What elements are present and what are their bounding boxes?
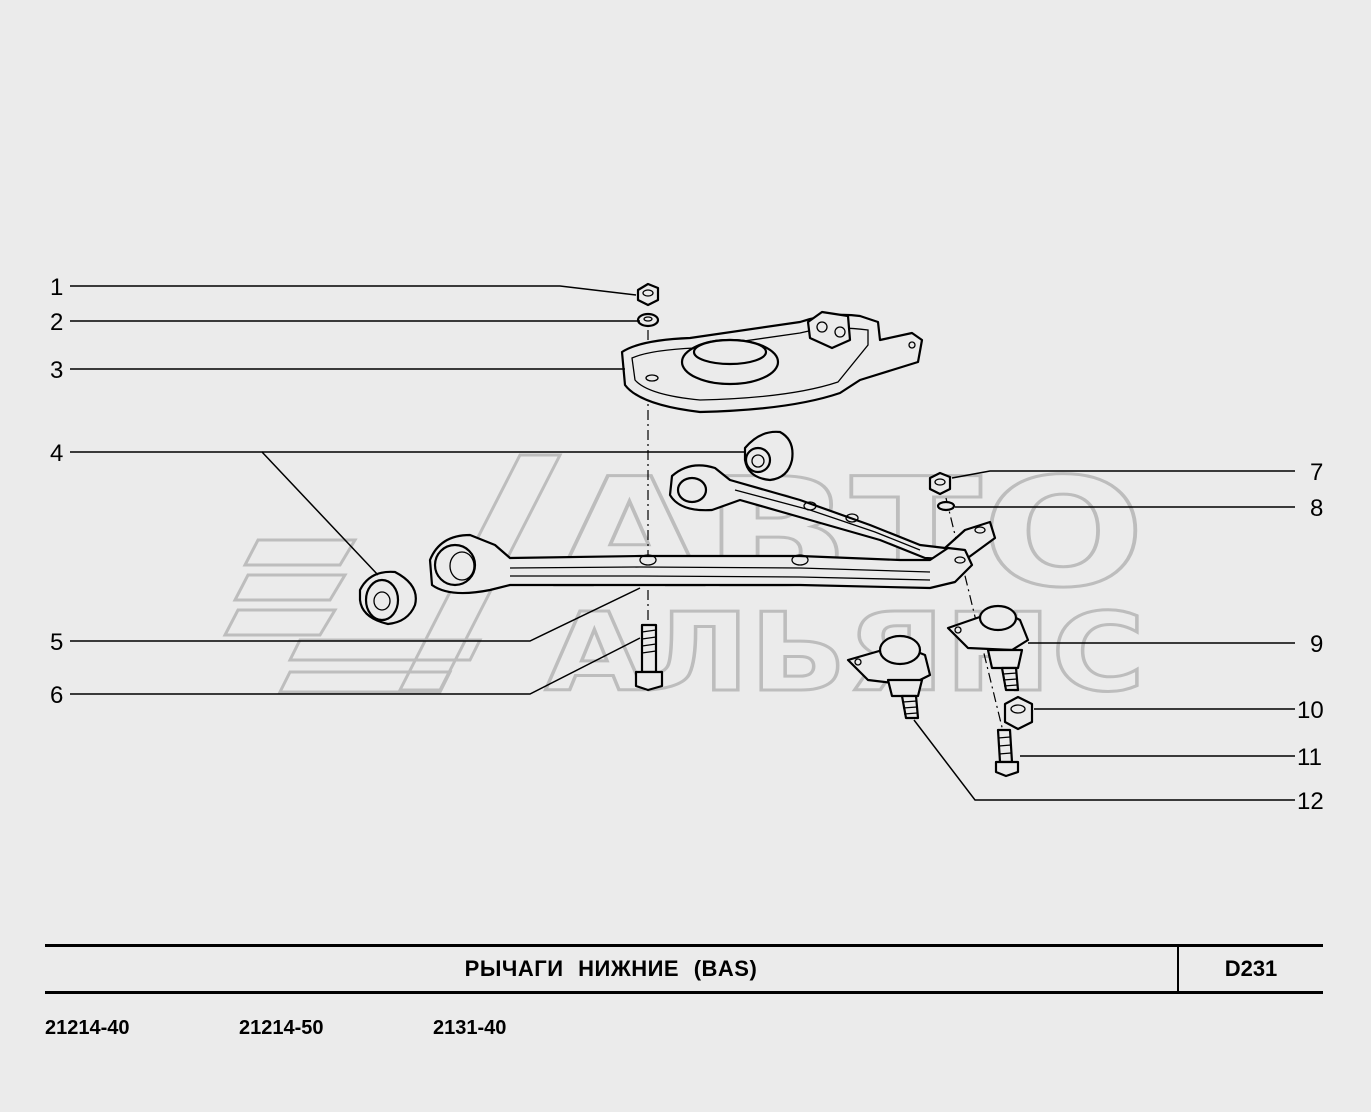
- watermark-line-2: АЛЬЯНС: [545, 591, 1145, 716]
- diagram-title: РЫЧАГИ НИЖНИЕ (BAS): [45, 947, 1179, 991]
- callout-10: 10: [1297, 697, 1324, 724]
- callout-4: 4: [50, 440, 63, 467]
- callout-2: 2: [50, 309, 63, 336]
- part-6-bolt: [634, 623, 664, 692]
- callout-8: 8: [1310, 495, 1323, 522]
- part-9-ball-joint: [946, 604, 1030, 692]
- part-3-bracket: [620, 310, 924, 414]
- leader-lines: [70, 285, 1295, 801]
- model-code: 2131-40: [433, 1017, 507, 1039]
- model-code: 21214-40: [45, 1017, 130, 1039]
- part-11-bolt: [994, 728, 1020, 778]
- callout-9: 9: [1310, 631, 1323, 658]
- callout-11: 11: [1297, 744, 1322, 771]
- part-1-nut: [636, 282, 660, 307]
- model-code: 21214-50: [239, 1017, 324, 1039]
- watermark-logo: [222, 453, 563, 694]
- part-4-bushing-lower: [358, 570, 417, 626]
- part-5-lower-arm: [428, 533, 974, 595]
- callout-7: 7: [1310, 459, 1323, 486]
- watermark-line-1: АВТО: [555, 447, 1145, 621]
- part-2-washer: [636, 312, 660, 328]
- lower-arm-rear: [668, 464, 997, 562]
- callout-1: 1: [50, 274, 63, 301]
- watermark: АВТО АЛЬЯНС: [222, 446, 1147, 718]
- part-8-washer: [936, 500, 956, 512]
- callout-12: 12: [1297, 788, 1324, 815]
- title-block: РЫЧАГИ НИЖНИЕ (BAS) D231: [45, 944, 1323, 994]
- part-7-nut: [928, 471, 952, 496]
- exploded-parts-diagram: АВТО АЛЬЯНС: [50, 274, 1324, 815]
- callout-numbers: 1 2 3 4 5 6 7 8 9 10 11 12: [50, 274, 1324, 815]
- part-10-nut: [1003, 695, 1034, 731]
- model-list: 21214-40 21214-50 2131-40: [45, 1017, 627, 1040]
- part-12-ball-joint: [846, 634, 932, 720]
- diagram-code: D231: [1224, 956, 1278, 981]
- callout-3: 3: [50, 357, 63, 384]
- callout-6: 6: [50, 682, 63, 709]
- callout-5: 5: [50, 629, 63, 656]
- part-4-bushing-upper: [743, 430, 794, 482]
